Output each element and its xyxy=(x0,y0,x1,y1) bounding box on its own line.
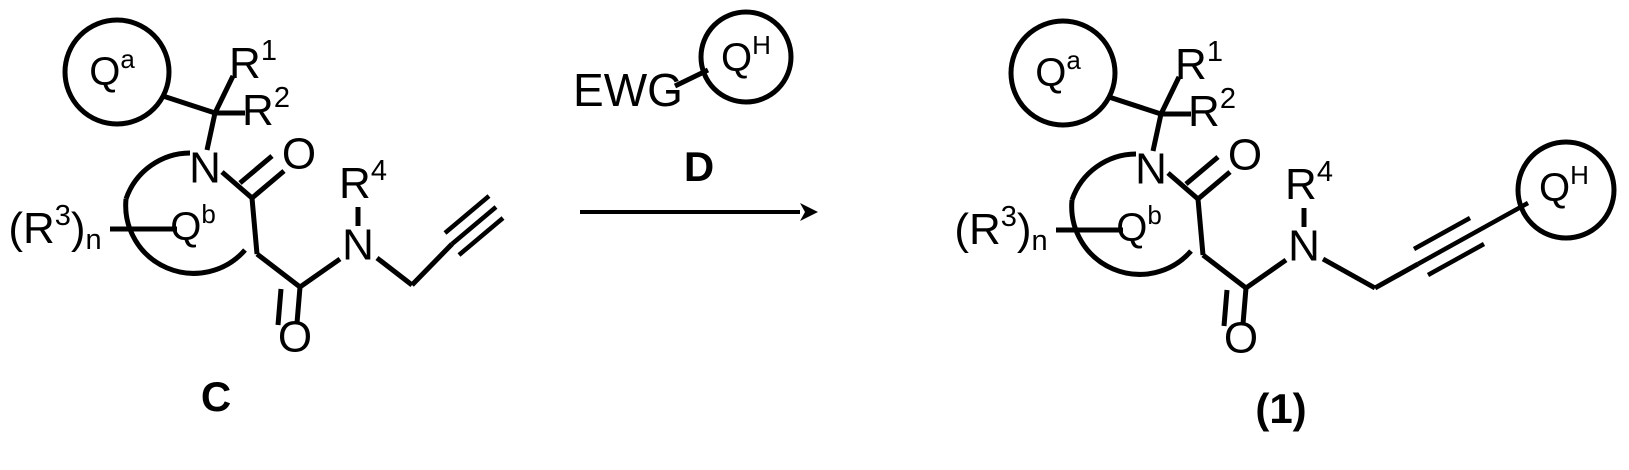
label-amide-nitrogen: N xyxy=(342,221,374,270)
product-bond-qa-to-c xyxy=(1108,94,1162,117)
label-amide-oxygen: O xyxy=(278,313,312,362)
bond-amiden-to-ch2 xyxy=(375,256,414,287)
qa-ring-label: Qa xyxy=(89,44,135,94)
product-internal-alkyne-triple-bond xyxy=(1412,201,1530,277)
product-label-r2: R2 xyxy=(1188,83,1236,136)
bond-c-to-ring-n xyxy=(204,112,218,151)
product-bond-c-to-r1 xyxy=(1158,75,1182,116)
product-bond-carbonyl-c-o-b xyxy=(1184,155,1220,186)
reagent-and-arrow: EWG QH D xyxy=(573,9,818,221)
reagent-compound-label: D xyxy=(684,143,714,190)
alkyne-line-center xyxy=(450,205,498,246)
bond-qa-to-c xyxy=(162,93,216,116)
product-bond-carbonyl-to-alpha-c xyxy=(1195,198,1206,256)
reaction-arrow-head xyxy=(800,203,818,221)
reactant-compound-label: C xyxy=(201,373,231,420)
product-bond-amiden-to-ch2 xyxy=(1321,256,1377,291)
qb-ring-arc-lower xyxy=(123,198,247,276)
product-label-amide-nitrogen: N xyxy=(1288,222,1320,271)
alkyne-line-lower xyxy=(457,216,505,257)
bond-carbonyl-c-o-b xyxy=(238,154,274,185)
bond-amide-c-o-a xyxy=(294,286,303,324)
product-bond-amide-c-o-b xyxy=(1221,289,1230,327)
product-label-ketone-oxygen: O xyxy=(1228,131,1262,180)
product-qh-ring-label: QH xyxy=(1539,160,1589,210)
product-bond-alpha-to-amide-c xyxy=(1201,253,1248,290)
qb-ring-arc-upper-left xyxy=(123,150,191,200)
alkyne-line-upper xyxy=(443,194,491,235)
terminal-alkyne-triple-bond xyxy=(443,194,505,257)
product-bond-carbonyl-c-o-a xyxy=(1196,170,1232,201)
product-bond-ringn-to-carbonyl-c xyxy=(1166,171,1200,201)
product-qh-ring-circle xyxy=(1515,139,1617,241)
bond-carbonyl-c-o-a xyxy=(250,169,286,200)
qb-ring-label: Qb xyxy=(170,199,216,249)
bond-alpha-to-amide-c xyxy=(255,252,302,289)
label-r3n: (R3)n xyxy=(8,200,101,256)
product-structure-1: Qa R1 R2 N Qb (R3)n O O xyxy=(954,18,1617,432)
product-bond-amide-c-o-a xyxy=(1240,287,1249,325)
bond-carbonyl-to-alpha-c xyxy=(249,197,260,255)
label-ketone-oxygen: O xyxy=(282,130,316,179)
label-ewg: EWG xyxy=(573,64,683,116)
label-ring-nitrogen: N xyxy=(189,144,221,193)
product-alkyne-line-lower xyxy=(1426,242,1486,277)
product-bond-c-to-ring-n xyxy=(1150,113,1164,152)
qh-reagent-ring-label: QH xyxy=(721,30,771,80)
bond-ringn-to-carbonyl-c xyxy=(220,170,254,200)
bond-amide-c-o-b xyxy=(275,288,284,326)
product-qb-ring-arc-upper-left xyxy=(1069,151,1137,201)
qa-ring-circle xyxy=(62,17,172,127)
label-r4: R4 xyxy=(339,155,387,208)
bond-amide-c-to-n xyxy=(298,256,342,290)
product-label-ring-nitrogen: N xyxy=(1135,145,1167,194)
product-label-r1: R1 xyxy=(1175,36,1223,89)
bond-c-to-r1 xyxy=(212,74,236,115)
bond-ch2-to-alkyne xyxy=(410,242,454,287)
product-label-amide-oxygen: O xyxy=(1224,314,1258,363)
product-label-r3n: (R3)n xyxy=(954,201,1047,257)
product-bond-ch2-to-alkyne xyxy=(1373,261,1420,291)
product-qa-ring-circle xyxy=(1008,18,1118,128)
label-r1: R1 xyxy=(229,35,277,88)
product-alkyne-line-upper xyxy=(1412,216,1472,251)
product-qb-ring-label: Qb xyxy=(1116,200,1162,250)
product-label-r4: R4 xyxy=(1285,156,1333,209)
reactant-structure-C: Qa R1 R2 N Qb (R3)n O O xyxy=(8,17,505,420)
qh-reagent-ring-circle xyxy=(698,9,794,105)
product-bond-amide-c-to-n xyxy=(1244,257,1288,291)
label-r2: R2 xyxy=(242,82,290,135)
product-qb-ring-arc-lower xyxy=(1069,199,1193,277)
product-qa-ring-label: Qa xyxy=(1035,45,1081,95)
product-alkyne-line-center xyxy=(1416,201,1530,266)
product-compound-label: (1) xyxy=(1255,385,1306,432)
reaction-arrow xyxy=(580,203,818,221)
